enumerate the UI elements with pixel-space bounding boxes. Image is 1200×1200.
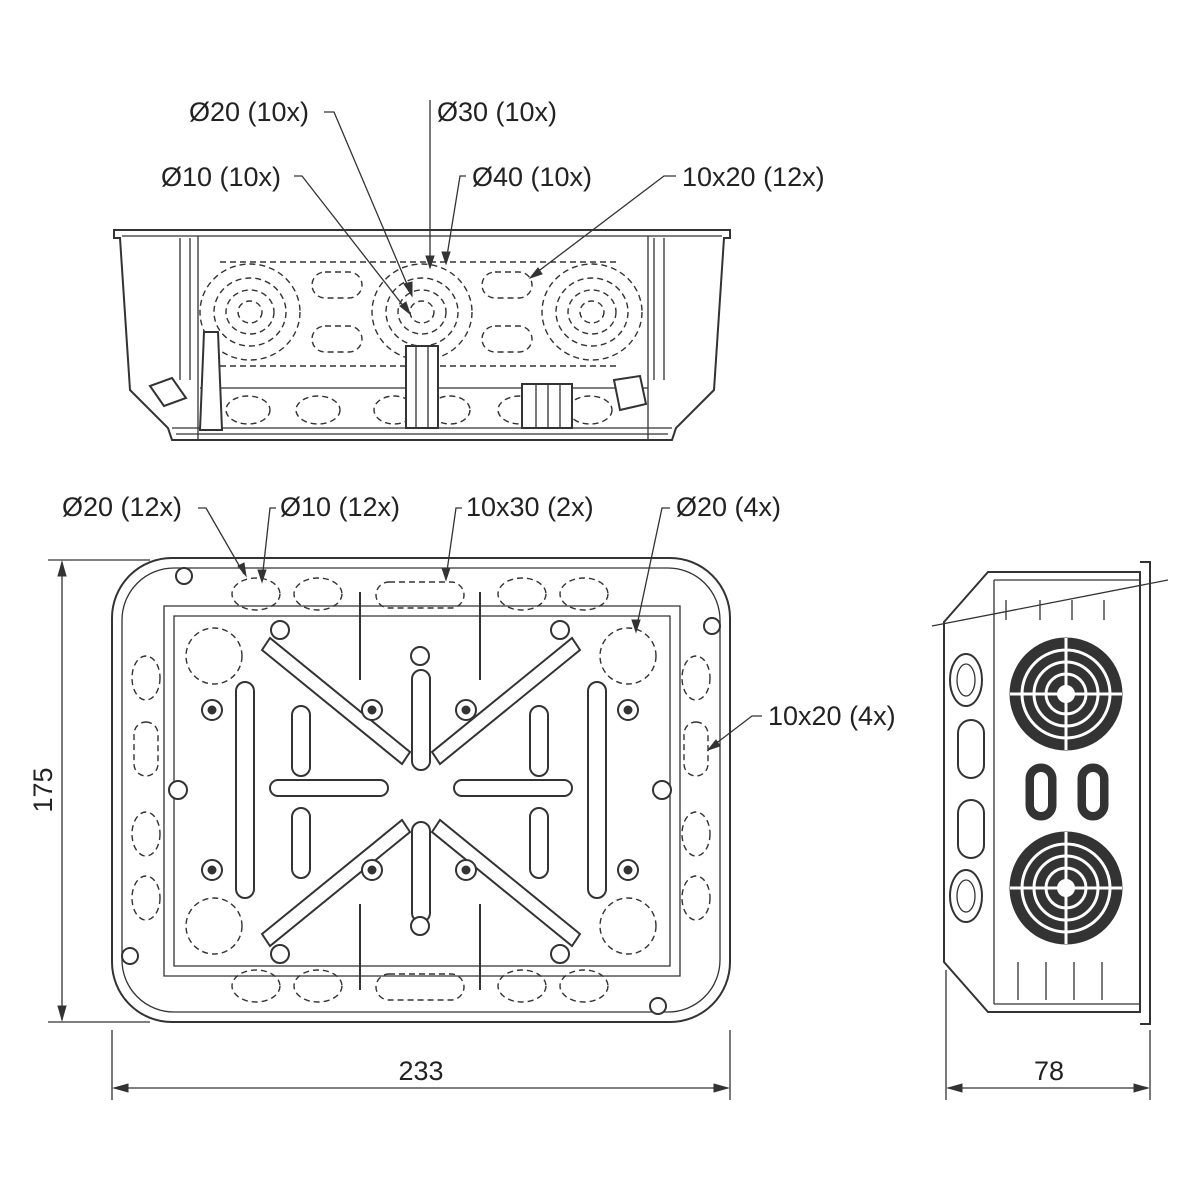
- front-view-callouts: Ø20 (12x) Ø10 (12x) 10x30 (2x) Ø20 (4x) …: [62, 492, 896, 752]
- screw-posts: [168, 620, 672, 964]
- callout-label: 10x20 (4x): [768, 701, 896, 731]
- dimension-width: 233: [111, 1030, 731, 1100]
- vent-disc-top: [1009, 637, 1123, 751]
- callout-label: Ø10 (12x): [280, 492, 400, 522]
- callout-label: Ø20 (10x): [189, 97, 309, 127]
- callout-label: Ø10 (10x): [161, 162, 281, 192]
- knockout-group-left: [199, 263, 301, 361]
- dim-height-label: 175: [28, 767, 58, 812]
- callout-label: 10x20 (12x): [682, 162, 825, 192]
- dimension-height: 175: [28, 559, 150, 1023]
- callout-label: Ø40 (10x): [472, 162, 592, 192]
- front-view: [111, 557, 731, 1023]
- diagonal-ribs: [235, 636, 607, 948]
- dim-width-label: 233: [398, 1056, 443, 1086]
- dimension-depth: 78: [945, 970, 1151, 1100]
- dim-depth-label: 78: [1034, 1056, 1064, 1086]
- callout-label: Ø20 (12x): [62, 492, 182, 522]
- callout-label: 10x30 (2x): [466, 492, 594, 522]
- knockout-group-right: [541, 263, 643, 361]
- perimeter-knockouts: [131, 577, 711, 1003]
- callout-label: Ø30 (10x): [437, 97, 557, 127]
- top-view-callouts: Ø20 (10x) Ø30 (10x) Ø10 (10x) Ø40 (10x) …: [161, 97, 825, 316]
- side-view: [931, 561, 1169, 1025]
- callout-label: Ø20 (4x): [676, 492, 781, 522]
- top-view: [113, 229, 731, 441]
- vent-disc-bottom: [1009, 831, 1123, 945]
